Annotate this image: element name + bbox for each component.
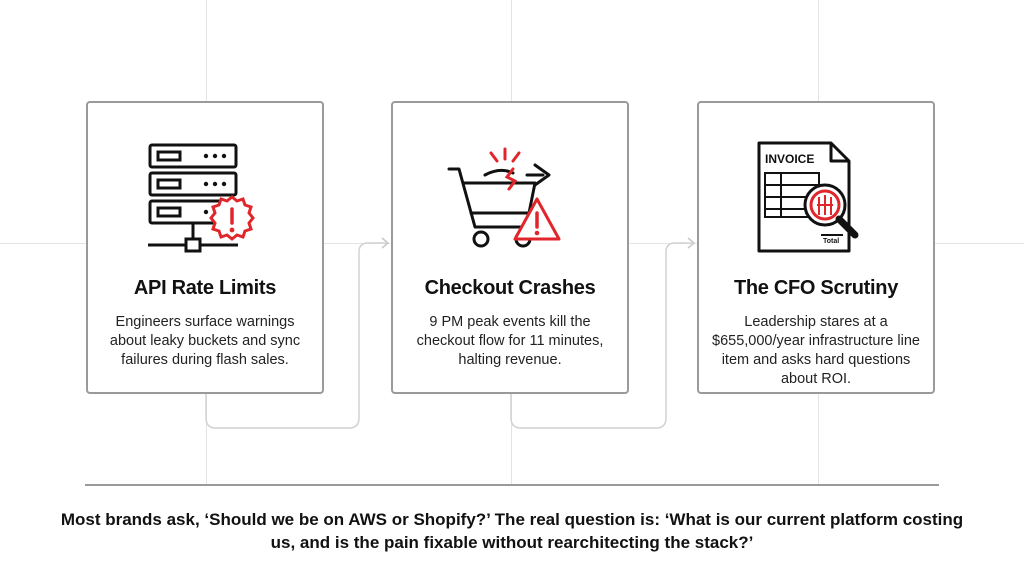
card-cfo-scrutiny: INVOICE Total The CFO Scrutiny Leadershi… xyxy=(697,101,935,394)
invoice-magnifier-icon: INVOICE Total xyxy=(751,139,881,264)
connector-arrow-1 xyxy=(381,237,390,249)
card-api-rate-limits: API Rate Limits Engineers surface warnin… xyxy=(86,101,324,394)
connector-1-2 xyxy=(205,242,386,429)
card-title: Checkout Crashes xyxy=(424,277,596,299)
server-warning-icon xyxy=(140,139,270,264)
invoice-label: INVOICE xyxy=(765,152,814,166)
card-title: The CFO Scrutiny xyxy=(733,277,899,299)
card-description: Leadership stares at a $655,000/year inf… xyxy=(712,314,920,387)
card-checkout-crashes: Checkout Crashes 9 PM peak events kill t… xyxy=(391,101,629,394)
divider xyxy=(85,484,939,486)
bottom-question: Most brands ask, ‘Should we be on AWS or… xyxy=(60,510,964,552)
connector-2-3 xyxy=(510,242,692,429)
cart-crash-icon xyxy=(445,139,575,264)
card-description: 9 PM peak events kill the checkout flow … xyxy=(416,314,604,368)
invoice-total-label: Total xyxy=(823,238,839,245)
card-title: API Rate Limits xyxy=(133,277,277,299)
card-description: Engineers surface warnings about leaky b… xyxy=(109,314,301,368)
connector-arrow-2 xyxy=(687,237,696,249)
